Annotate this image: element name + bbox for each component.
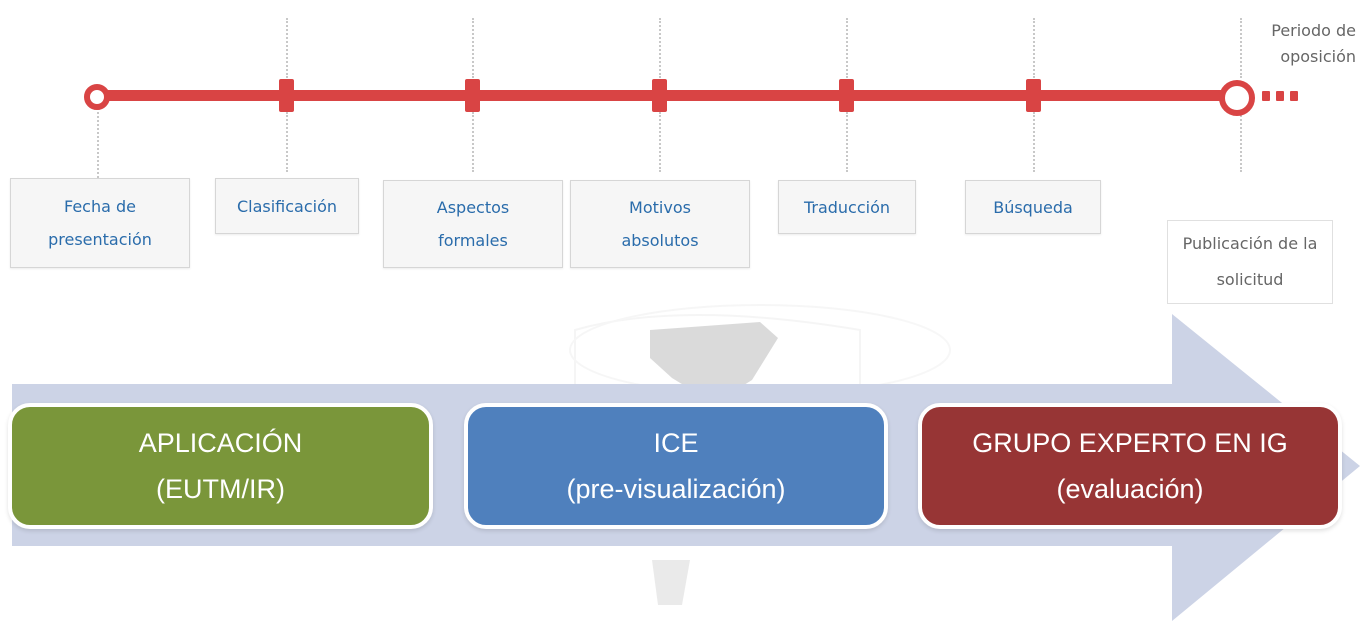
guide-line bbox=[846, 18, 848, 78]
timeline-end-node bbox=[1219, 80, 1255, 116]
step-label: Motivos absolutos bbox=[621, 198, 699, 250]
step-motivos-absolutos[interactable]: Motivos absolutos bbox=[570, 180, 750, 268]
step-label: Clasificación bbox=[236, 196, 338, 216]
timeline-tick bbox=[279, 79, 294, 112]
timeline-tick bbox=[465, 79, 480, 112]
publication-label: Publicación de la solicitud bbox=[1182, 234, 1318, 289]
guide-line bbox=[472, 18, 474, 78]
step-label: Fecha de presentación bbox=[48, 197, 152, 249]
step-label: Traducción bbox=[803, 197, 891, 217]
phase-grupo-experto[interactable]: GRUPO EXPERTO EN IG (evaluación) bbox=[918, 403, 1342, 529]
opposition-period-label: Periodo de oposición bbox=[1271, 21, 1356, 66]
phase-aplicacion[interactable]: APLICACIÓN (EUTM/IR) bbox=[8, 403, 433, 529]
timeline-tick bbox=[839, 79, 854, 112]
guide-line bbox=[846, 112, 848, 172]
guide-line bbox=[1240, 112, 1242, 172]
timeline-dash bbox=[1276, 91, 1284, 101]
phase-subtitle: (EUTM/IR) bbox=[156, 474, 285, 504]
phase-subtitle: (pre-visualización) bbox=[566, 474, 786, 504]
guide-line bbox=[1033, 18, 1035, 78]
guide-line bbox=[1033, 112, 1035, 172]
guide-line bbox=[472, 112, 474, 172]
timeline-tick bbox=[1026, 79, 1041, 112]
phase-title: ICE bbox=[653, 428, 699, 458]
phase-title: GRUPO EXPERTO EN IG bbox=[972, 428, 1288, 458]
timeline-dash bbox=[1290, 91, 1298, 101]
guide-line bbox=[286, 112, 288, 172]
timeline-tick bbox=[652, 79, 667, 112]
guide-line bbox=[1240, 18, 1242, 78]
guide-line bbox=[97, 100, 99, 178]
step-busqueda[interactable]: Búsqueda bbox=[965, 180, 1101, 234]
step-traduccion[interactable]: Traducción bbox=[778, 180, 916, 234]
guide-line bbox=[659, 112, 661, 172]
step-clasificacion[interactable]: Clasificación bbox=[215, 178, 359, 234]
step-label: Aspectos formales bbox=[436, 198, 510, 250]
timeline-dash bbox=[1262, 91, 1270, 101]
phase-title: APLICACIÓN bbox=[138, 428, 303, 458]
publication-box[interactable]: Publicación de la solicitud bbox=[1167, 220, 1333, 304]
guide-line bbox=[659, 18, 661, 78]
timeline-track bbox=[96, 90, 1238, 101]
timeline-start-node bbox=[84, 84, 110, 110]
guide-line bbox=[286, 18, 288, 78]
step-fecha-presentacion[interactable]: Fecha de presentación bbox=[10, 178, 190, 268]
phase-subtitle: (evaluación) bbox=[1056, 474, 1204, 504]
step-label: Búsqueda bbox=[993, 197, 1073, 217]
step-aspectos-formales[interactable]: Aspectos formales bbox=[383, 180, 563, 268]
phase-ice[interactable]: ICE (pre-visualización) bbox=[464, 403, 888, 529]
